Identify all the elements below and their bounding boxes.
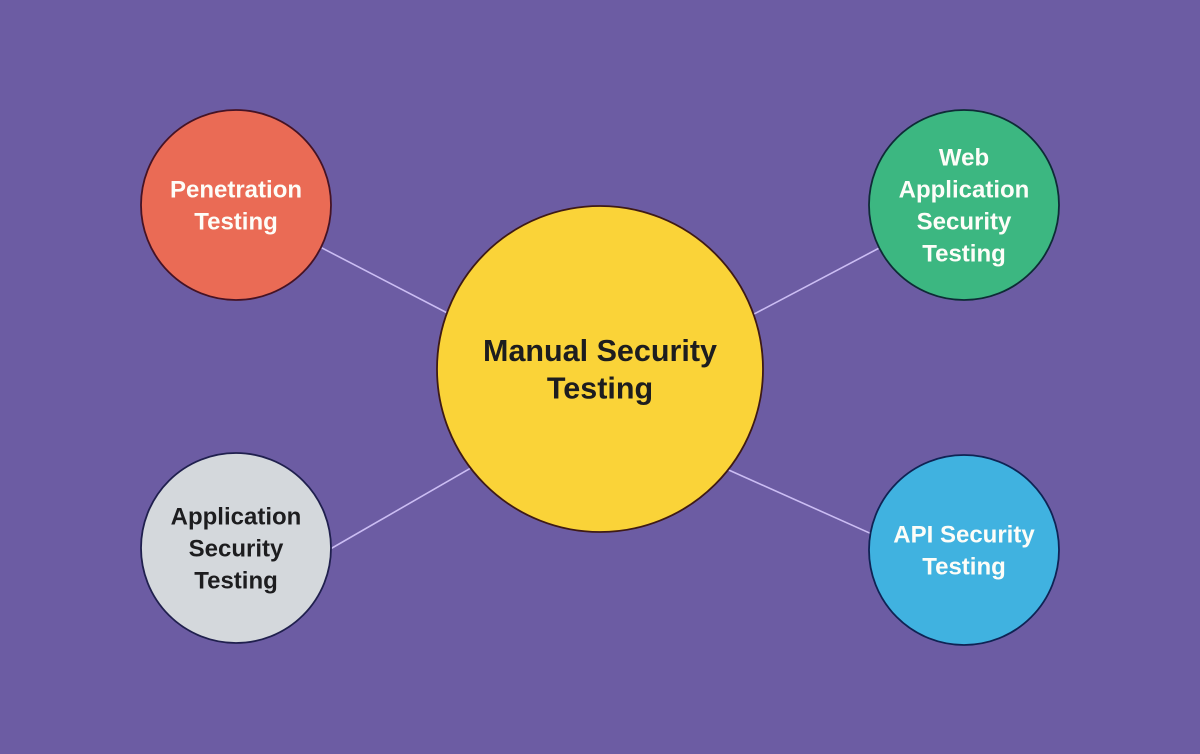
svg-text:Application: Application	[171, 504, 302, 531]
svg-text:Testing: Testing	[547, 372, 653, 406]
svg-text:Web: Web	[939, 145, 989, 172]
svg-text:API Security: API Security	[893, 522, 1035, 549]
svg-text:Testing: Testing	[922, 554, 1006, 581]
svg-text:Testing: Testing	[194, 568, 278, 595]
svg-text:Security: Security	[189, 536, 284, 563]
svg-text:Security: Security	[917, 209, 1012, 236]
svg-text:Penetration: Penetration	[170, 177, 302, 204]
svg-text:Testing: Testing	[922, 241, 1006, 268]
svg-text:Testing: Testing	[194, 209, 278, 236]
svg-text:Manual Security: Manual Security	[483, 334, 717, 368]
svg-text:Application: Application	[899, 177, 1030, 204]
